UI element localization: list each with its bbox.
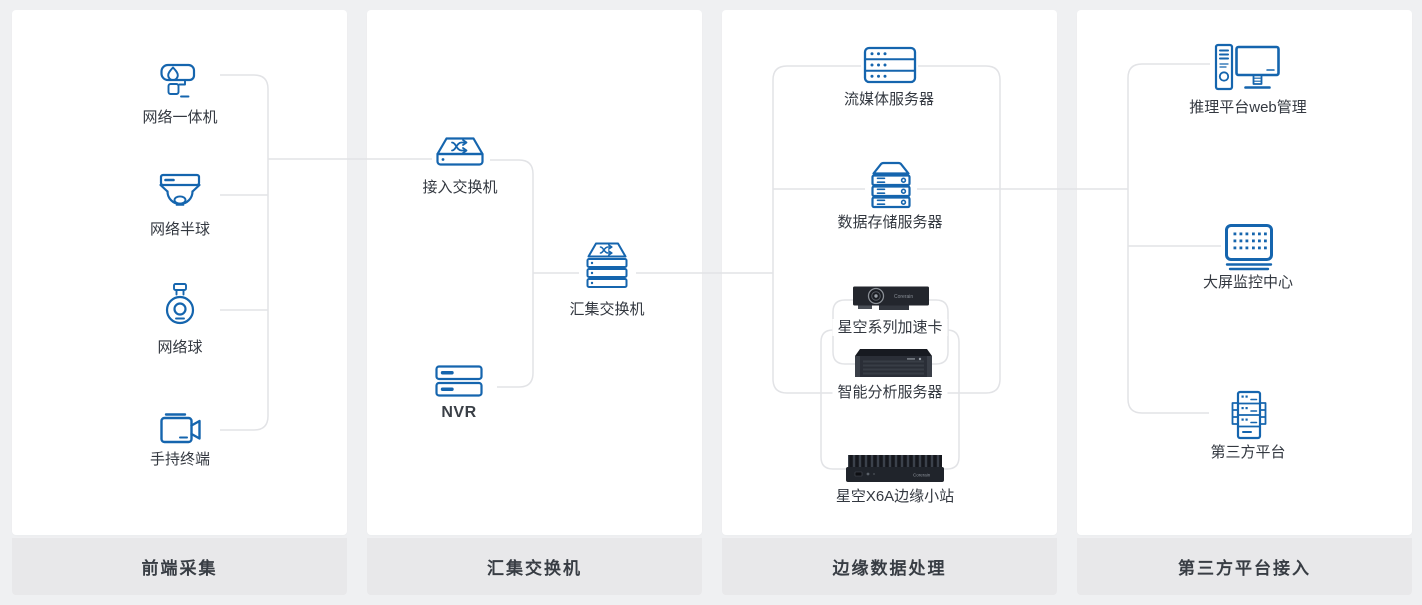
footer-label: 汇集交换机 [487, 559, 582, 578]
footer-aggregation-switch: 汇集交换机 [367, 538, 702, 595]
third-party-platform-icon [1223, 390, 1275, 440]
accelerator-card-image: Corerain [852, 286, 930, 312]
video-wall-label: 大屏监控中心 [1202, 274, 1294, 291]
dome-camera-label: 网络半球 [149, 221, 211, 238]
analysis-server-label: 智能分析服务器 [832, 384, 948, 401]
footer-label: 前端采集 [141, 559, 218, 578]
video-wall-icon [1223, 222, 1275, 272]
footer-label: 第三方平台接入 [1178, 559, 1311, 578]
dome-camera-icon [156, 172, 204, 218]
storage-server-label: 数据存储服务器 [837, 214, 943, 231]
nvr-label: NVR [441, 404, 477, 421]
aggregation-switch-label: 汇集交换机 [569, 301, 645, 318]
nvr-icon [434, 364, 484, 398]
footer-third-party: 第三方平台接入 [1077, 538, 1412, 595]
access-switch-label: 接入交换机 [422, 179, 498, 196]
card-frontend-collection [12, 10, 347, 535]
footer-label: 边缘数据处理 [832, 559, 947, 578]
footer-frontend-collection: 前端采集 [12, 538, 347, 595]
edge-station-brand-text: Corerain [913, 473, 931, 478]
aggregation-switch-icon [579, 240, 635, 294]
ptz-camera-label: 网络球 [157, 339, 203, 356]
analysis-server-image [855, 349, 932, 377]
edge-station-image: Corerain [845, 455, 945, 483]
card-aggregation-switch [367, 10, 702, 535]
third-party-platform-label: 第三方平台 [1210, 444, 1286, 461]
handheld-terminal-icon [155, 410, 205, 450]
bullet-camera-label: 网络一体机 [142, 109, 218, 126]
accelerator-card-label: 星空系列加速卡 [832, 319, 948, 336]
streaming-server-label: 流媒体服务器 [843, 91, 935, 108]
handheld-terminal-label: 手持终端 [149, 451, 211, 468]
inference-web-label: 推理平台web管理 [1189, 99, 1307, 116]
bullet-camera-icon [155, 58, 205, 106]
edge-station-label: 星空X6A边缘小站 [835, 488, 955, 505]
streaming-server-icon [863, 46, 917, 84]
footer-edge-processing: 边缘数据处理 [722, 538, 1057, 595]
access-switch-icon [432, 135, 488, 169]
accelerator-brand-text: Corerain [894, 294, 913, 300]
storage-server-icon [866, 160, 916, 210]
ptz-camera-icon [157, 282, 203, 330]
inference-web-icon [1214, 43, 1282, 93]
